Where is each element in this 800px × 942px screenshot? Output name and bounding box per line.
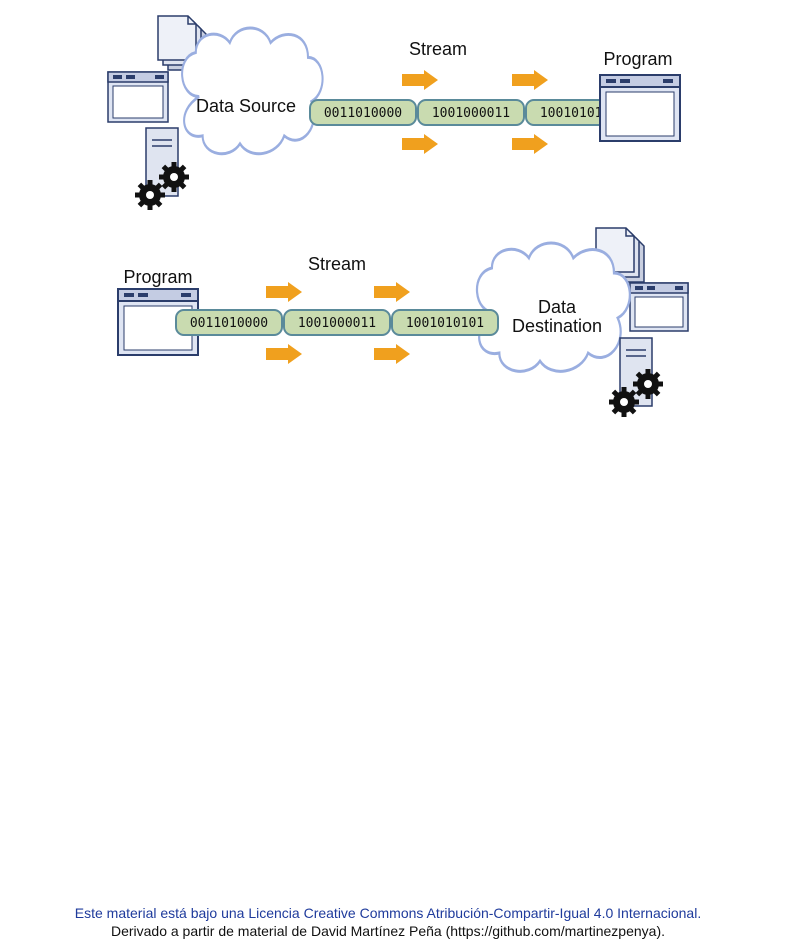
stream-arrow-icon <box>512 70 548 90</box>
stream-packet: 0011010000 <box>309 99 417 126</box>
destination-window-icon <box>629 282 689 332</box>
license-suffix: . <box>697 905 702 921</box>
destination-label-line1: Data <box>538 297 577 317</box>
gear-icon <box>135 180 165 210</box>
stream-diagram: Data Source Stream Program 0011010000 10… <box>107 15 689 840</box>
stream-packet: 1001010101 <box>391 309 499 336</box>
stream-label: Stream <box>308 254 366 274</box>
stream-arrow-icon <box>512 134 548 154</box>
stream-packet: 1001000011 <box>283 309 391 336</box>
program-window-icon <box>599 74 681 142</box>
stream-arrow-icon <box>374 282 410 302</box>
stream-arrow-icon <box>402 134 438 154</box>
stream-packet: 1001000011 <box>417 99 525 126</box>
license-link[interactable]: Licencia Creative Commons Atribución-Com… <box>248 905 698 921</box>
destination-label-line2: Destination <box>512 316 602 336</box>
packet-bits: 1001000011 <box>432 106 510 121</box>
gear-icon <box>633 369 663 399</box>
source-window-icon <box>107 71 169 123</box>
data-source-label: Data Source <box>196 96 296 116</box>
output-stream-diagram: Program Stream Data Destination 00110100… <box>117 227 689 417</box>
stream-arrow-icon <box>374 344 410 364</box>
stream-label: Stream <box>409 39 467 59</box>
stream-arrow-icon <box>266 282 302 302</box>
gear-icon <box>159 162 189 192</box>
input-stream-diagram: Data Source Stream Program 0011010000 10… <box>107 15 681 210</box>
license-notice: Este material está bajo una Licencia Cre… <box>0 905 776 921</box>
packet-bits: 0011010000 <box>190 316 268 331</box>
stream-arrow-icon <box>266 344 302 364</box>
packet-bits: 1001010101 <box>406 316 484 331</box>
packet-bits: 1001010101 <box>540 106 618 121</box>
attribution-notice: Derivado a partir de material de David M… <box>110 923 666 939</box>
packet-bits: 0011010000 <box>324 106 402 121</box>
gear-icon <box>609 387 639 417</box>
data-source-cloud-icon <box>180 26 325 156</box>
stream-arrow-icon <box>402 70 438 90</box>
program-label: Program <box>123 267 192 287</box>
license-prefix: Este material está bajo una <box>74 905 249 921</box>
program-label: Program <box>603 49 672 69</box>
stream-packet: 0011010000 <box>175 309 283 336</box>
packet-bits: 1001000011 <box>298 316 376 331</box>
